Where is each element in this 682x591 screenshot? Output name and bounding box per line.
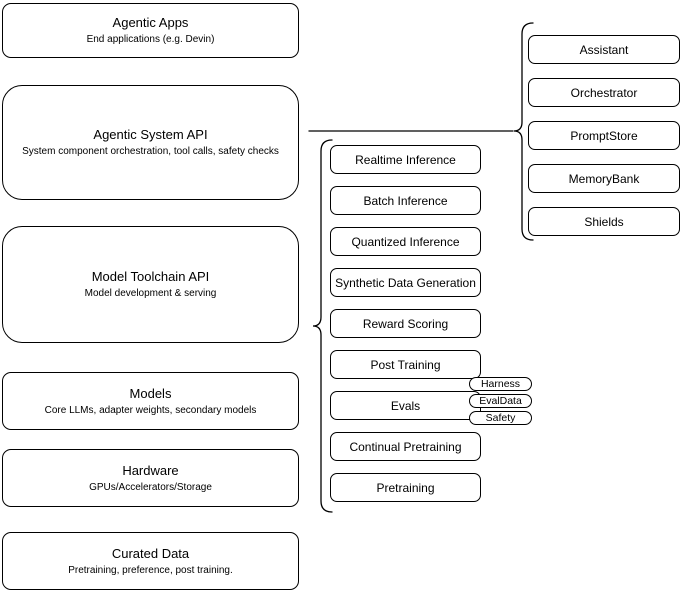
node-title: Curated Data	[111, 545, 190, 561]
node-subtitle: System component orchestration, tool cal…	[22, 146, 279, 157]
system-components-stack: Assistant Orchestrator PromptStore Memor…	[528, 35, 680, 236]
node-agentic-apps: Agentic Apps End applications (e.g. Devi…	[2, 3, 299, 58]
system-component-node: PromptStore	[528, 121, 680, 150]
node-title: Agentic Apps	[112, 15, 189, 30]
toolchain-node: Evals	[330, 391, 481, 420]
node-models: Models Core LLMs, adapter weights, secon…	[2, 372, 299, 430]
toolchain-node: Continual Pretraining	[330, 432, 481, 461]
system-component-node: Assistant	[528, 35, 680, 64]
toolchain-node: Batch Inference	[330, 186, 481, 215]
system-component-node: MemoryBank	[528, 164, 680, 193]
system-component-node: Orchestrator	[528, 78, 680, 107]
evals-tag-pill: EvalData	[469, 394, 532, 408]
node-subtitle: Pretraining, preference, post training.	[68, 564, 233, 576]
node-title: Agentic System API	[93, 127, 208, 142]
node-subtitle: Model development & serving	[84, 288, 217, 299]
evals-tag-pill: Harness	[469, 377, 532, 391]
node-subtitle: Core LLMs, adapter weights, secondary mo…	[44, 404, 257, 416]
node-title: Models	[129, 385, 172, 401]
toolchain-node: Synthetic Data Generation	[330, 268, 481, 297]
node-title: Model Toolchain API	[91, 269, 210, 284]
toolchain-node: Pretraining	[330, 473, 481, 502]
node-subtitle: GPUs/Accelerators/Storage	[89, 481, 212, 493]
node-subtitle: End applications (e.g. Devin)	[86, 34, 215, 45]
evals-tag-pill: Safety	[469, 411, 532, 425]
node-title: Hardware	[122, 462, 179, 478]
node-curated-data: Curated Data Pretraining, preference, po…	[2, 532, 299, 590]
toolchain-node: Reward Scoring	[330, 309, 481, 338]
toolchain-node: Realtime Inference	[330, 145, 481, 174]
toolchain-stack: Realtime Inference Batch Inference Quant…	[330, 145, 481, 502]
node-agentic-system-api: Agentic System API System component orch…	[2, 85, 299, 200]
toolchain-node: Quantized Inference	[330, 227, 481, 256]
system-component-node: Shields	[528, 207, 680, 236]
toolchain-node: Post Training	[330, 350, 481, 379]
node-model-toolchain-api: Model Toolchain API Model development & …	[2, 226, 299, 343]
evals-tags: Harness EvalData Safety	[469, 377, 532, 425]
node-hardware: Hardware GPUs/Accelerators/Storage	[2, 449, 299, 507]
